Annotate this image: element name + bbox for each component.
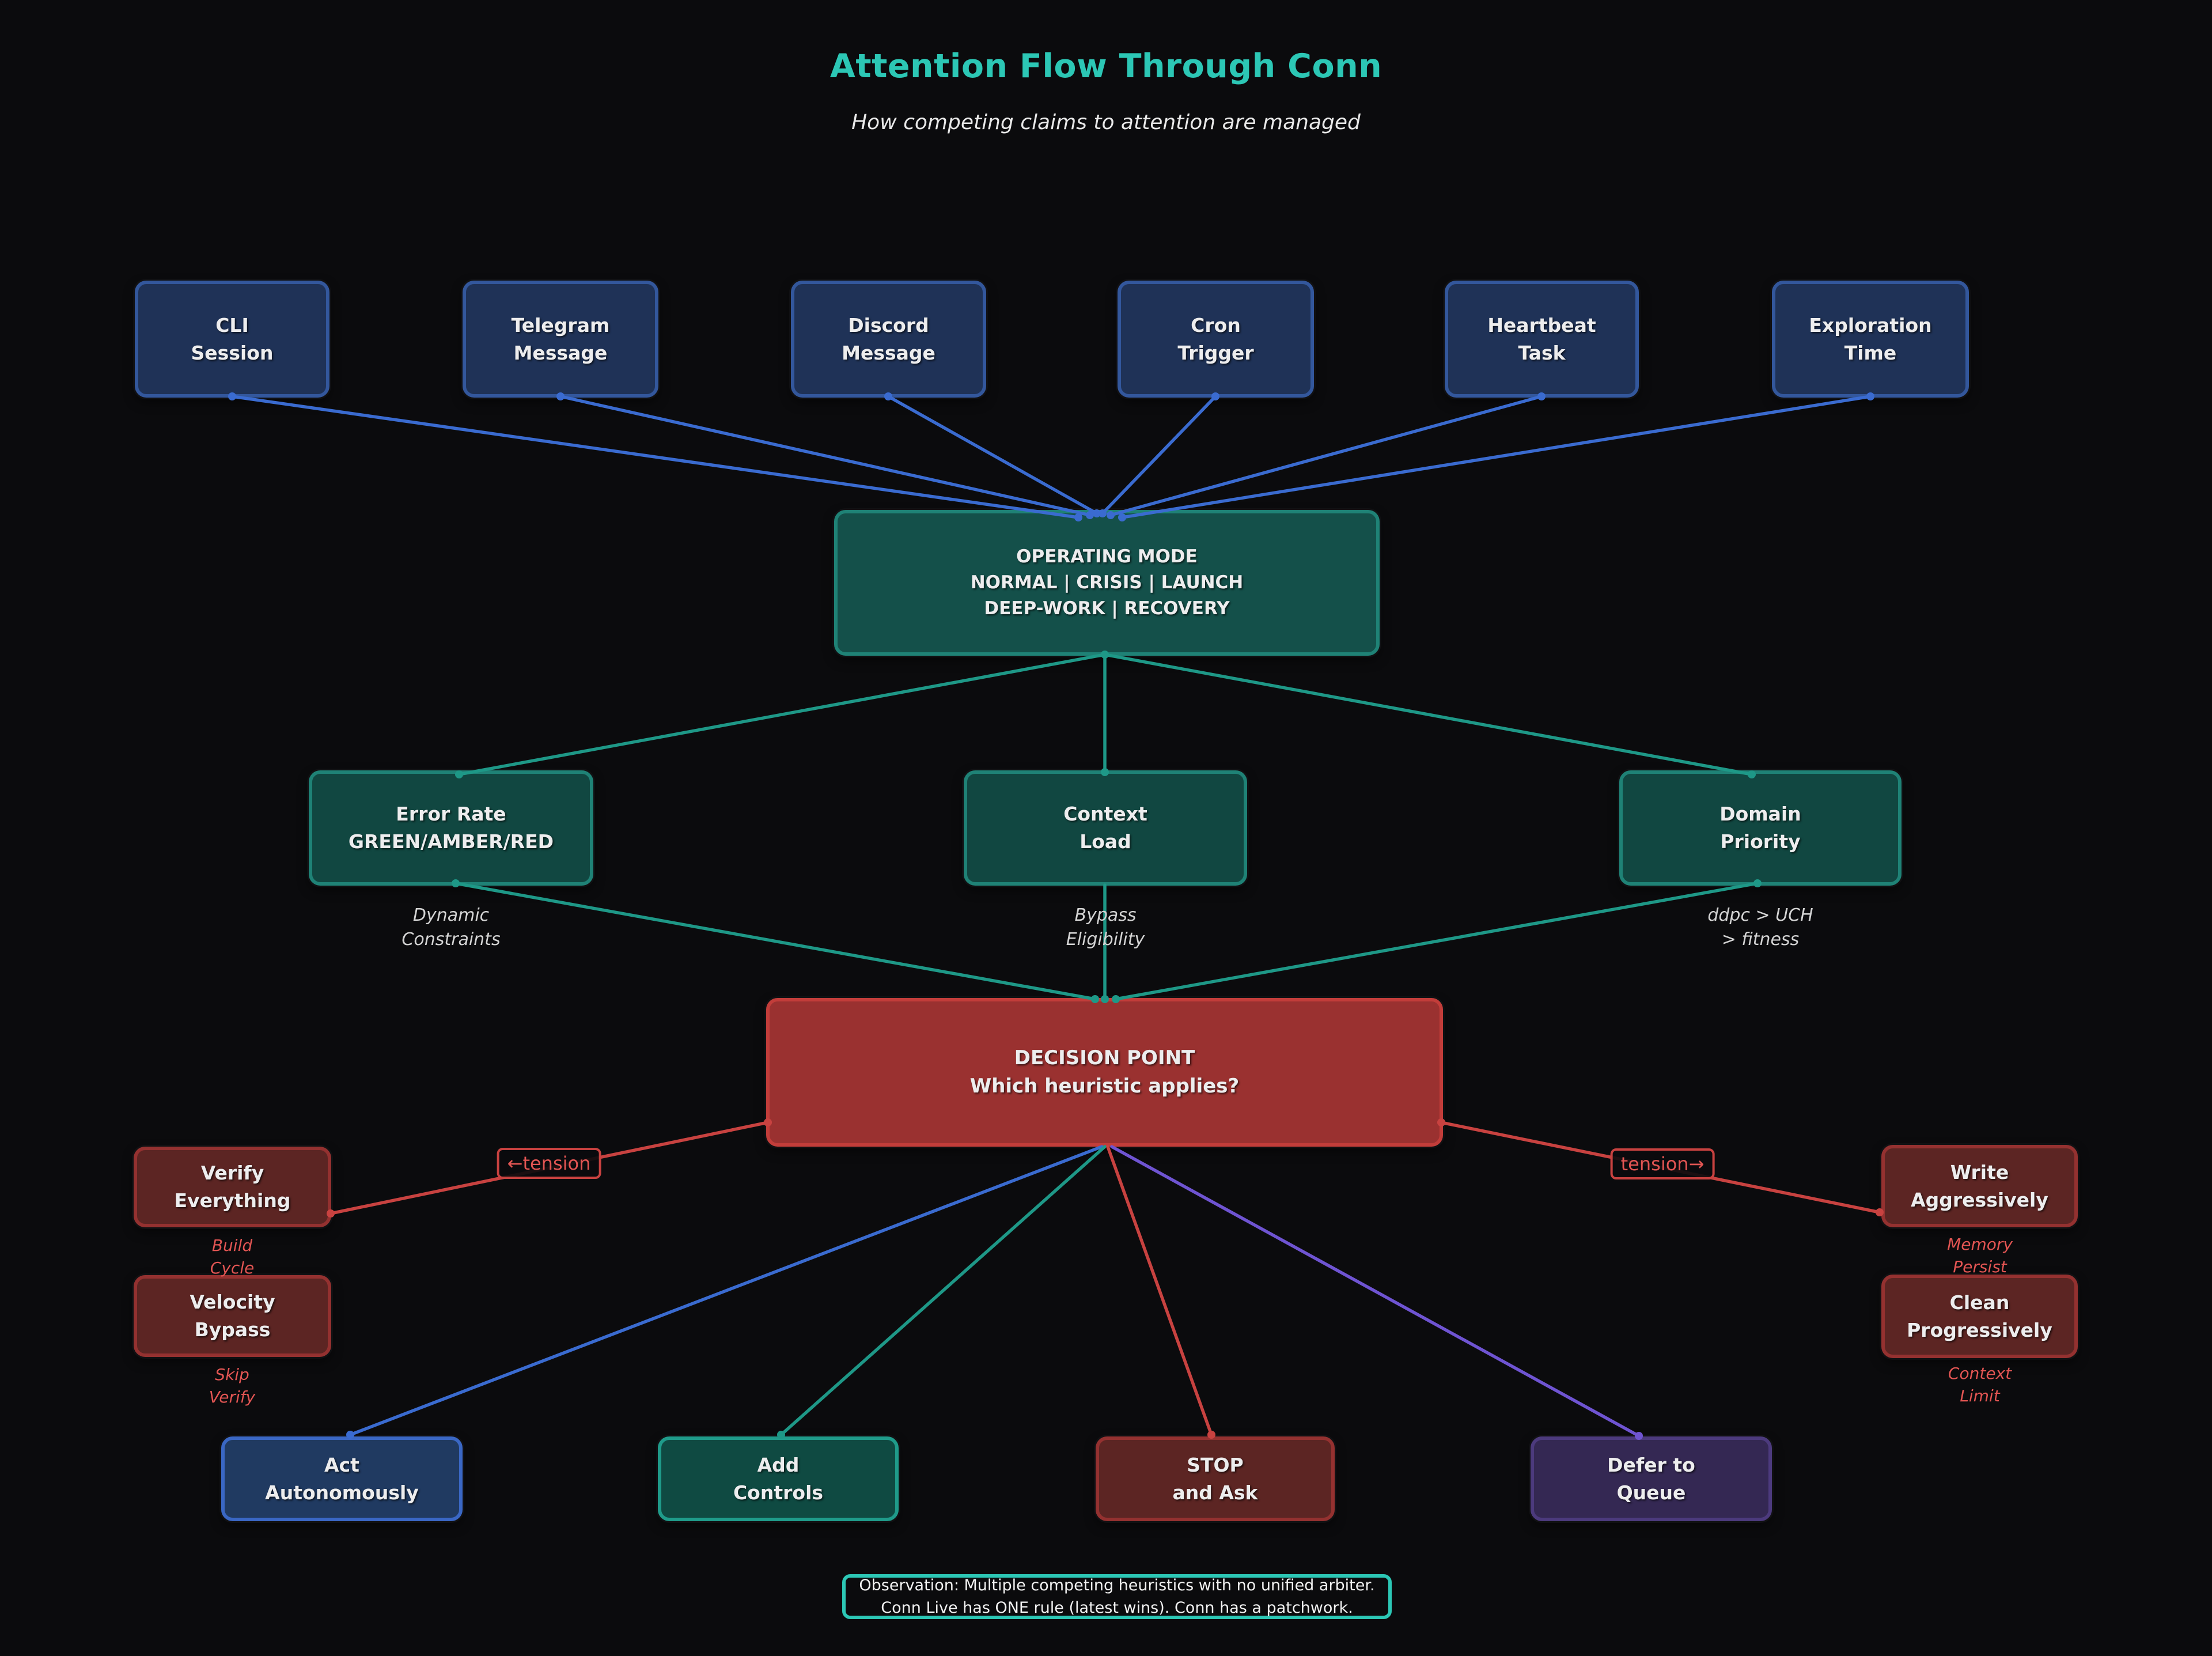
node-clean-progressively: Clean Progressively [1881,1275,2078,1358]
edge-heartbeat-to-operating-mode [1109,395,1543,517]
edge-dot [1112,995,1120,1003]
edge-exploration-to-operating-mode [1120,395,1872,519]
edge-dot [1876,1208,1884,1216]
node-velocity-bypass: Velocity Bypass [134,1275,331,1357]
edge-cron-to-operating-mode [1101,395,1217,515]
edge-decision-to-defer-to-queue [1110,1145,1641,1438]
edge-dot [1099,509,1107,517]
note-build-cycle: Build Cycle [210,1236,255,1278]
edge-dot [1537,392,1546,400]
edge-dot [1093,509,1101,517]
edge-operating-mode-to-domain-priority [1103,653,1753,776]
note-context-limit: Context Limit [1948,1364,2012,1406]
page-title: Attention Flow Through Conn [830,47,1382,85]
edge-dot [1207,1431,1215,1439]
page-subtitle: How competing claims to attention are ma… [851,111,1361,134]
edge-dot [228,392,236,400]
edge-dot [764,1118,772,1126]
tension-right-label: tension→ [1610,1148,1715,1179]
edge-dot [1866,392,1874,400]
edge-dot [884,392,892,400]
edge-dot [1748,770,1756,778]
observation-box: Observation: Multiple competing heuristi… [842,1574,1392,1619]
edge-error-rate-to-decision [454,882,1097,1001]
node-add-controls: Add Controls [658,1436,899,1521]
node-heartbeat-task: Heartbeat Task [1445,281,1639,398]
note-bypass-eligibility: Bypass Eligibility [1066,905,1145,950]
node-operating-mode: OPERATING MODE NORMAL | CRISIS | LAUNCH … [834,510,1380,656]
edge-dot [1635,1432,1643,1440]
edge-telegram-to-operating-mode [559,395,1092,517]
edge-dot [1086,511,1094,519]
note-memory-persist: Memory Persist [1947,1235,2013,1277]
edge-discord-to-operating-mode [887,395,1099,515]
node-exploration-time: Exploration Time [1772,281,1969,398]
edge-dot [556,392,565,400]
edge-cli-to-operating-mode [230,395,1080,519]
edge-dot [1118,513,1126,521]
edge-decision-to-act-autonomously [349,1145,1104,1436]
edge-dot [1101,768,1109,776]
edge-dot [346,1431,354,1439]
edge-domain-priority-to-decision [1114,882,1759,1001]
edge-operating-mode-to-error-rate [457,653,1107,776]
edge-dot [777,1431,785,1439]
node-write-aggressively: Write Aggressively [1881,1145,2078,1227]
node-stop-and-ask: STOP and Ask [1096,1436,1335,1521]
node-act-autonomously: Act Autonomously [221,1436,463,1521]
edge-dot [1107,511,1115,519]
edge-dot [327,1209,335,1218]
edge-decision-to-stop-and-ask [1106,1145,1213,1436]
note-ddpc-uch-fitness: ddpc > UCH > fitness [1707,905,1813,950]
node-error-rate: Error Rate GREEN/AMBER/RED [309,770,593,886]
node-cli-session: CLI Session [135,281,329,398]
edge-dot [1211,392,1219,400]
note-dynamic-constraints: Dynamic Constraints [402,905,501,950]
edge-dot [1437,1118,1445,1126]
edge-dot [455,770,463,778]
edge-dot [452,879,460,887]
edge-dot [1101,651,1109,659]
tension-left-label: ←tension [497,1148,601,1179]
edge-endpoint-dots [228,392,1884,1440]
edge-dot [1753,879,1762,887]
node-verify-everything: Verify Everything [134,1147,331,1227]
note-skip-verify: Skip Verify [209,1365,256,1407]
node-defer-to-queue: Defer to Queue [1531,1436,1772,1521]
node-domain-priority: Domain Priority [1619,770,1902,886]
edge-decision-to-add-controls [779,1145,1107,1436]
edge-dot [1101,995,1109,1003]
edge-dot [1091,995,1099,1003]
edge-dot [1074,513,1082,521]
